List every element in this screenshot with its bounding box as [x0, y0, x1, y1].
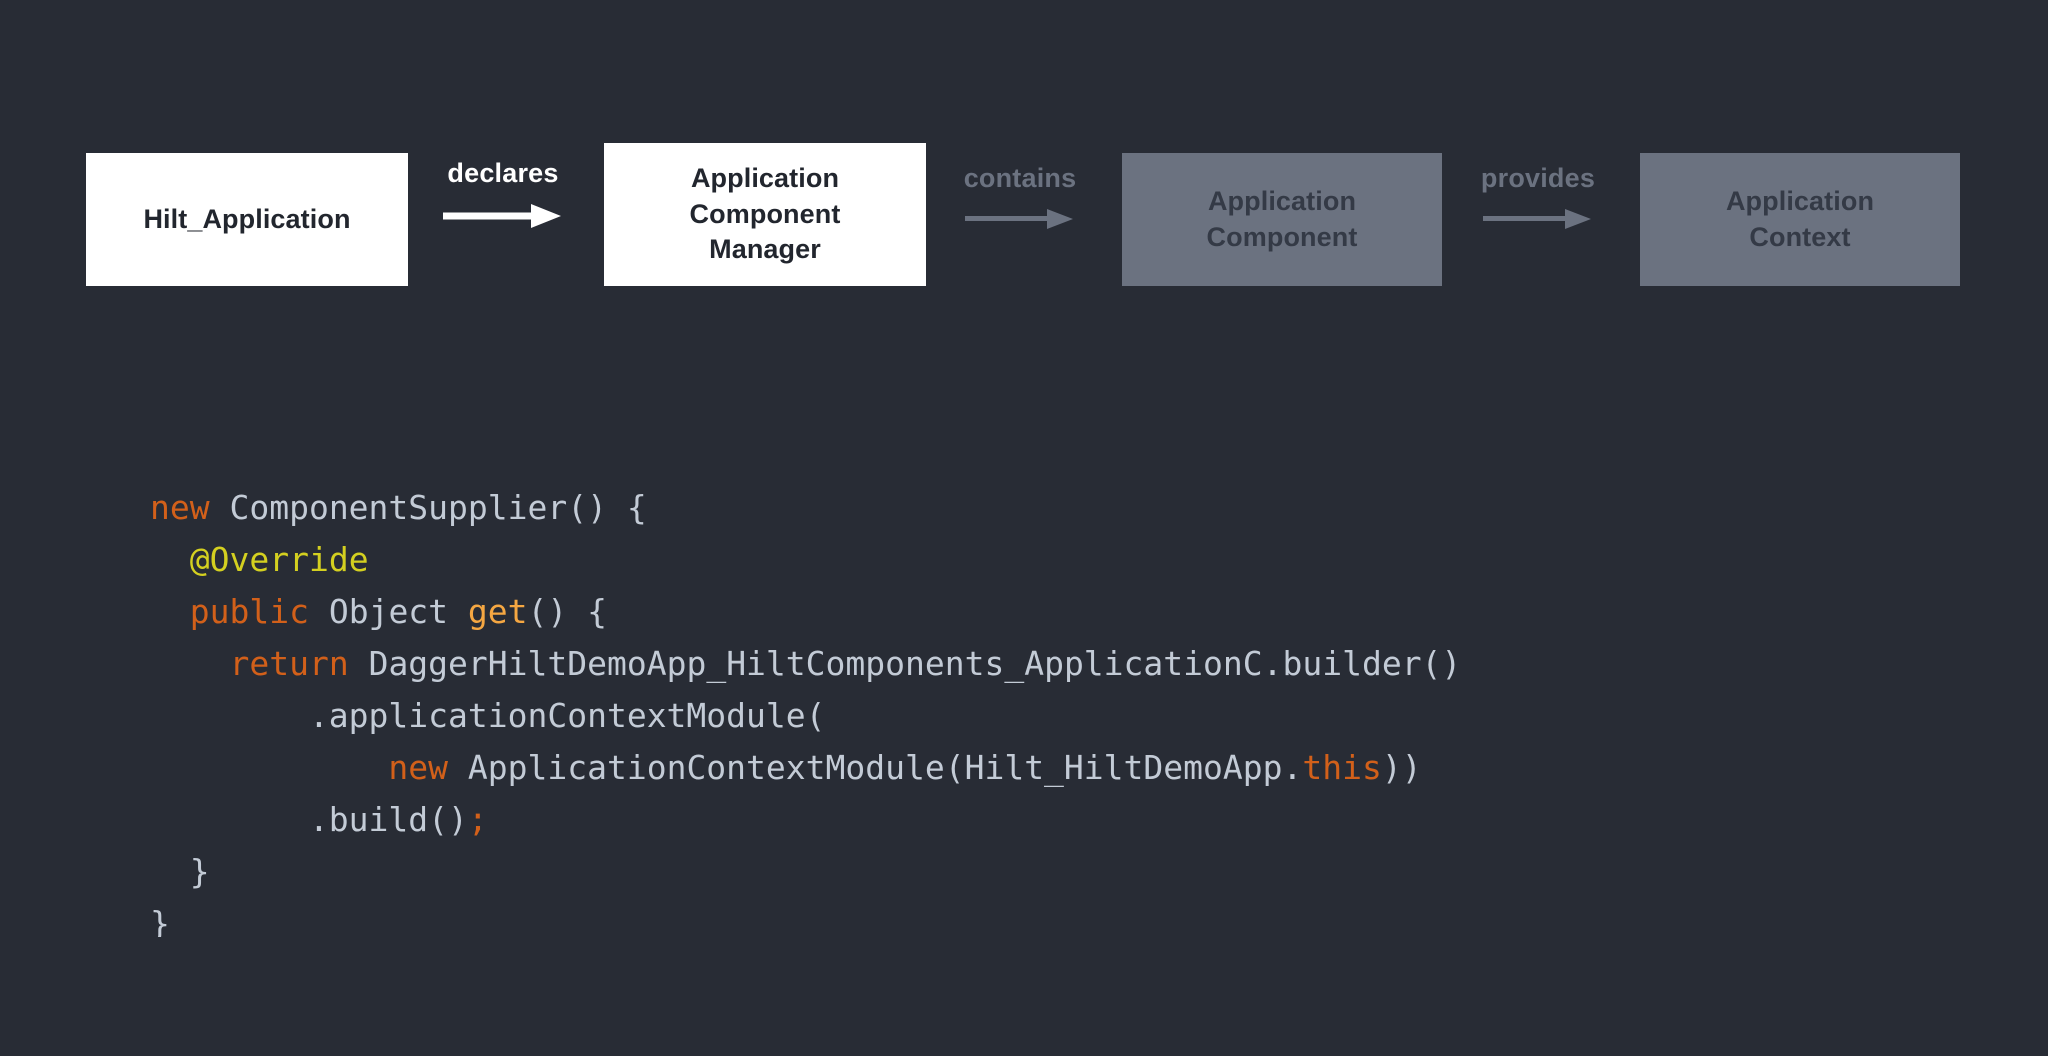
code-token [150, 540, 190, 579]
arrow-right-icon [965, 209, 1073, 229]
code-token: .applicationContextModule( [150, 696, 826, 735]
diagram-edge-declares: declares [438, 158, 568, 229]
arrow-right-icon [1483, 209, 1591, 229]
code-token: public [189, 592, 309, 631]
diagram-edge-provides: provides [1478, 163, 1598, 230]
code-line: .applicationContextModule( [150, 690, 2030, 742]
code-token: DaggerHiltDemoApp_HiltComponents_Applica… [348, 644, 1462, 683]
hilt-component-diagram: Hilt_Application declares Application Co… [0, 0, 2048, 300]
code-token: .build() [150, 800, 468, 839]
arrow-right-icon [443, 204, 561, 228]
code-line: return DaggerHiltDemoApp_HiltComponents_… [150, 638, 2030, 690]
code-token: ComponentSupplier() { [209, 488, 647, 527]
code-token: } [150, 852, 210, 891]
diagram-node-label: Hilt_Application [143, 203, 351, 234]
code-token [150, 592, 190, 631]
code-token: ApplicationContextModule(Hilt_HiltDemoAp… [448, 748, 1303, 787]
code-token: new [388, 748, 449, 787]
code-line: public Object get() { [150, 586, 2030, 638]
code-token: )) [1381, 748, 1422, 787]
diagram-node-application-context[interactable]: Application Context [1640, 153, 1960, 286]
code-token: () { [527, 592, 608, 631]
diagram-node-label: Application Component [1206, 185, 1358, 252]
diagram-node-application-component[interactable]: Application Component [1122, 153, 1442, 286]
code-token: get [467, 592, 528, 631]
code-line: .build(); [150, 794, 2030, 846]
code-token [150, 644, 229, 683]
diagram-edge-label: contains [963, 163, 1077, 193]
diagram-node-hilt-application[interactable]: Hilt_Application [86, 153, 408, 286]
code-token: this [1302, 748, 1382, 787]
code-line: } [150, 898, 2030, 937]
diagram-node-label: Application Context [1725, 185, 1875, 252]
code-token: } [150, 904, 170, 937]
code-line: } [150, 846, 2030, 898]
diagram-edge-label: declares [447, 158, 559, 188]
code-line: new ApplicationContextModule(Hilt_HiltDe… [150, 742, 2030, 794]
code-line: @Override [150, 534, 2030, 586]
code-token: @Override [189, 540, 369, 579]
diagram-node-application-component-manager[interactable]: Application Component Manager [604, 143, 926, 286]
code-token: return [229, 644, 349, 683]
diagram-edge-label: provides [1480, 163, 1596, 193]
diagram-edge-contains: contains [960, 163, 1080, 230]
code-token: Object [308, 592, 468, 631]
diagram-node-label: Application Component Manager [689, 163, 841, 265]
code-token [150, 748, 388, 787]
code-token: new [150, 488, 210, 527]
code-block[interactable]: new ComponentSupplier() { @Override publ… [150, 482, 2030, 937]
code-line: new ComponentSupplier() { [150, 482, 2030, 534]
code-token: ; [467, 800, 488, 839]
